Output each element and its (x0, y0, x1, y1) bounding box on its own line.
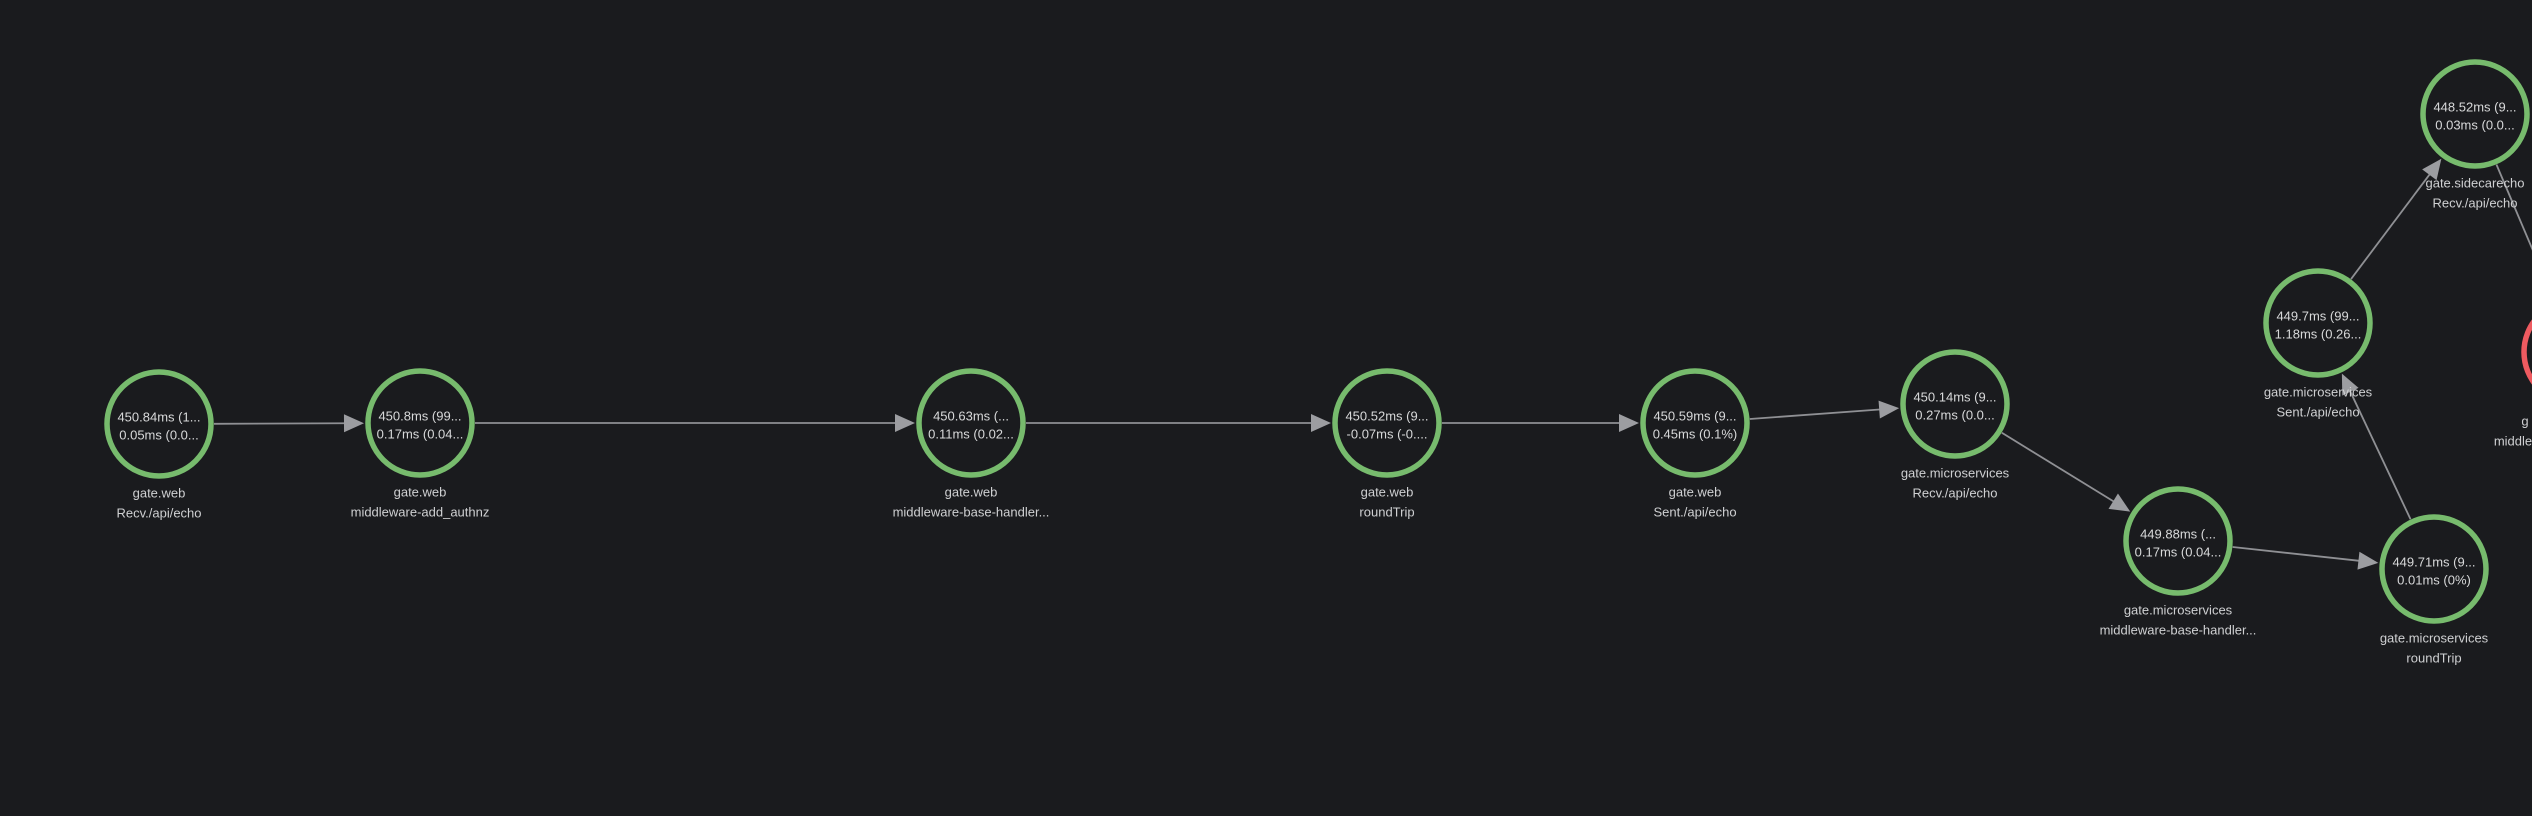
node-stat-secondary: 0.01ms (0%) (2397, 573, 2471, 588)
node-stat-primary: 449.7ms (99... (2276, 309, 2359, 324)
graph-node-web-roundtrip[interactable]: 450.52ms (9... -0.07ms (-0.... gate.web rou… (1332, 368, 1442, 520)
edge-arrowhead-icon (2341, 373, 2359, 396)
edge-line (213, 422, 347, 425)
node-circle-healthy[interactable] (1640, 368, 1750, 478)
node-operation-label: Sent./api/echo (1653, 505, 1736, 520)
edge-arrowhead-icon (1619, 414, 1639, 432)
node-circle-healthy[interactable] (104, 369, 214, 479)
node-stat-primary: 449.71ms (9... (2392, 555, 2475, 570)
edge-line (2232, 546, 2361, 562)
node-operation-label: roundTrip (1359, 505, 1414, 520)
node-circle-healthy[interactable] (1332, 368, 1442, 478)
node-operation-label: middleware-add_authnz (351, 505, 490, 520)
graph-node-edge-clipped-node[interactable]: g middle (2494, 300, 2532, 449)
graph-node-web-recv[interactable]: 450.84ms (1... 0.05ms (0.0... gate.webRecv… (104, 369, 214, 521)
node-circle-healthy[interactable] (365, 368, 475, 478)
edge-arrowhead-icon (343, 414, 365, 433)
edge-line (2348, 389, 2412, 520)
graph-edge-web-middleware-add-authnz-to-web-middleware-base-handler (475, 414, 915, 432)
node-operation-label: Recv./api/echo (116, 506, 201, 521)
node-stat-secondary: -0.07ms (-0.... (1347, 427, 1428, 442)
node-stat-secondary: 0.27ms (0.0... (1915, 408, 1994, 423)
node-stat-primary: 450.8ms (99... (378, 409, 461, 424)
edge-arrowhead-icon (2422, 158, 2442, 181)
node-circle-healthy[interactable] (2379, 514, 2489, 624)
node-service-label: gate.sidecarecho (2425, 176, 2524, 191)
node-stat-secondary: 0.05ms (0.0... (119, 428, 198, 443)
node-stat-secondary: 0.45ms (0.1%) (1653, 427, 1738, 442)
graph-node-microservices-roundtrip[interactable]: 449.71ms (9... 0.01ms (0%) gate.microservi… (2379, 514, 2489, 666)
edge-arrowhead-icon (2357, 551, 2379, 570)
graph-node-microservices-sent[interactable]: 449.7ms (99... 1.18ms (0.26... gate.micros… (2263, 268, 2373, 420)
edge-arrowhead-icon (1311, 414, 1331, 432)
node-operation-label: Recv./api/echo (1912, 486, 1997, 501)
node-operation-label: middleware-base-handler... (2100, 623, 2257, 638)
node-circle-healthy[interactable] (2263, 268, 2373, 378)
node-service-label: gate.microservices (2264, 385, 2373, 400)
graph-edge-web-recv-to-web-middleware-add-authnz (213, 414, 365, 433)
node-service-label: gate.web (394, 485, 447, 500)
node-operation-label: Sent./api/echo (2276, 405, 2359, 420)
node-service-label: gate.web (1361, 485, 1414, 500)
node-operation-label: roundTrip (2406, 651, 2461, 666)
node-circle-error[interactable] (2521, 300, 2532, 404)
node-service-label: gate.web (945, 485, 998, 500)
edge-line (2495, 164, 2532, 251)
node-operation-label: middleware-base-handler... (893, 505, 1050, 520)
graph-edge-sidecarecho-recv-to-edge-clipped-node (2495, 164, 2532, 251)
edge-arrowhead-icon (2108, 493, 2131, 512)
node-label-line1: g (2521, 414, 2528, 429)
node-circle-healthy[interactable] (1900, 349, 2010, 459)
graph-node-web-sent[interactable]: 450.59ms (9... 0.45ms (0.1%) gate.webSent.… (1640, 368, 1750, 520)
node-circle-healthy[interactable] (916, 368, 1026, 478)
node-stat-secondary: 1.18ms (0.26... (2275, 327, 2362, 342)
node-circle-healthy[interactable] (2420, 59, 2530, 169)
edge-arrowhead-icon (895, 414, 915, 432)
node-stat-primary: 450.14ms (9... (1913, 390, 1996, 405)
node-stat-primary: 449.88ms (... (2140, 527, 2216, 542)
node-service-label: gate.microservices (1901, 466, 2010, 481)
node-stat-primary: 450.63ms (... (933, 409, 1009, 424)
edge-line (2350, 172, 2432, 280)
graph-edge-web-middleware-base-handler-to-web-roundtrip (1026, 414, 1331, 432)
node-stat-secondary: 0.17ms (0.04... (2135, 545, 2222, 560)
node-stat-primary: 450.84ms (1... (117, 410, 200, 425)
graph-node-microservices-recv[interactable]: 450.14ms (9... 0.27ms (0.0... gate.microse… (1900, 349, 2010, 501)
node-stat-secondary: 0.11ms (0.02... (928, 427, 1014, 442)
edge-line (2001, 432, 2116, 504)
node-service-label: gate.microservices (2380, 631, 2489, 646)
node-stat-primary: 450.59ms (9... (1653, 409, 1736, 424)
graph-edge-microservices-roundtrip-to-microservices-sent (2341, 373, 2412, 520)
graph-edge-web-roundtrip-to-web-sent (1442, 414, 1639, 432)
graph-edge-microservices-middleware-base-handler-to-microservices-roundtrip (2232, 546, 2379, 570)
node-stat-primary: 448.52ms (9... (2433, 100, 2516, 115)
node-service-label: gate.web (1669, 485, 1722, 500)
graph-node-sidecarecho-recv[interactable]: 448.52ms (9... 0.03ms (0.0... gate.sidecar… (2420, 59, 2530, 211)
graph-node-microservices-middleware-base-handler[interactable]: 449.88ms (... 0.17ms (0.04... gate.microse… (2100, 486, 2257, 638)
graph-edge-microservices-recv-to-microservices-middleware-base-handler (2001, 432, 2131, 512)
node-service-label: gate.microservices (2124, 603, 2233, 618)
graph-node-web-middleware-add-authnz[interactable]: 450.8ms (99... 0.17ms (0.04... gate.web mid… (351, 368, 490, 520)
node-stat-secondary: 0.17ms (0.04... (377, 427, 464, 442)
node-service-label: gate.web (133, 486, 186, 501)
node-stat-primary: 450.52ms (9... (1345, 409, 1428, 424)
node-stat-secondary: 0.03ms (0.0... (2435, 118, 2514, 133)
edge-line (1749, 408, 1882, 420)
node-operation-label: Recv./api/echo (2432, 196, 2517, 211)
graph-edge-microservices-sent-to-sidecarecho-recv (2350, 158, 2442, 280)
graph-node-web-middleware-base-handler[interactable]: 450.63ms (... 0.11ms (0.02... gate.web midd… (893, 368, 1050, 520)
node-circle-healthy[interactable] (2123, 486, 2233, 596)
graph-edge-web-sent-to-microservices-recv (1749, 400, 1900, 420)
node-label-line2: middle (2494, 434, 2532, 449)
edge-arrowhead-icon (1878, 400, 1900, 419)
